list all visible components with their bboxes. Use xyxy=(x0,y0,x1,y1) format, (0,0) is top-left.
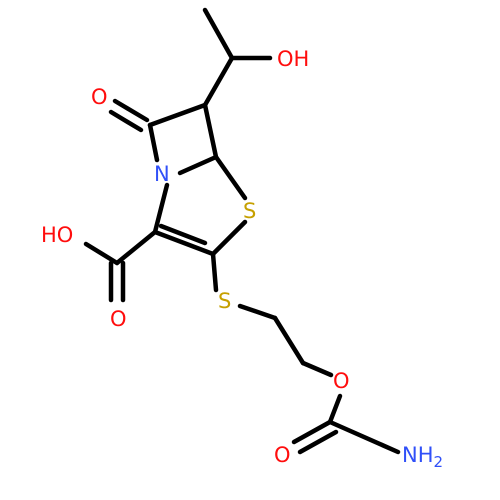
bond-s-ch2 xyxy=(237,303,278,321)
acid-hydroxyl-label: HO xyxy=(41,223,73,247)
bond-cacid-oh xyxy=(83,241,120,266)
bond-ccarb-o-b xyxy=(297,429,339,455)
bond-c2-c3-a xyxy=(152,229,216,257)
atom-labels: OH O N S HO O S O O NH2 xyxy=(41,47,443,471)
bond-c6-c5 xyxy=(202,102,219,160)
bond-ch2-ch2 xyxy=(272,315,306,366)
bond-c2-c3-b xyxy=(158,223,208,246)
bond-o-ccarb xyxy=(327,393,343,425)
bond-methyl-ch xyxy=(202,7,235,61)
bond-c7-o-a xyxy=(112,98,150,123)
ketone-oxygen-label: O xyxy=(91,85,108,109)
bonds xyxy=(83,7,401,455)
bond-n-c3 xyxy=(152,182,170,235)
amine-label: NH2 xyxy=(402,443,443,471)
bond-c5-s xyxy=(213,154,248,201)
bond-ch-c6 xyxy=(202,55,235,108)
bond-c7-o-b xyxy=(108,109,144,133)
acid-carbonyl-oxygen-label: O xyxy=(110,307,127,331)
hydroxyl-label: OH xyxy=(277,47,309,71)
bond-ccarb-o-a xyxy=(291,419,333,445)
bond-s-c2 xyxy=(210,219,248,257)
bond-c3-cacid xyxy=(114,229,158,266)
ester-oxygen-label: O xyxy=(333,369,350,393)
bond-c7-n xyxy=(147,122,160,163)
carbamate-oxygen-label: O xyxy=(274,443,291,467)
bond-n-c5 xyxy=(177,154,219,176)
thioether-sulfur-label: S xyxy=(218,289,231,313)
amine-nh: NH xyxy=(402,443,434,467)
ring-sulfur-label: S xyxy=(243,199,256,223)
ring-nitrogen-label: N xyxy=(154,162,170,186)
bond-ch2-o xyxy=(300,360,334,378)
bond-c6-c7 xyxy=(147,102,208,128)
bond-ccarb-n xyxy=(327,419,401,455)
bond-c2-s xyxy=(210,251,219,293)
amine-subscript: 2 xyxy=(434,453,444,471)
